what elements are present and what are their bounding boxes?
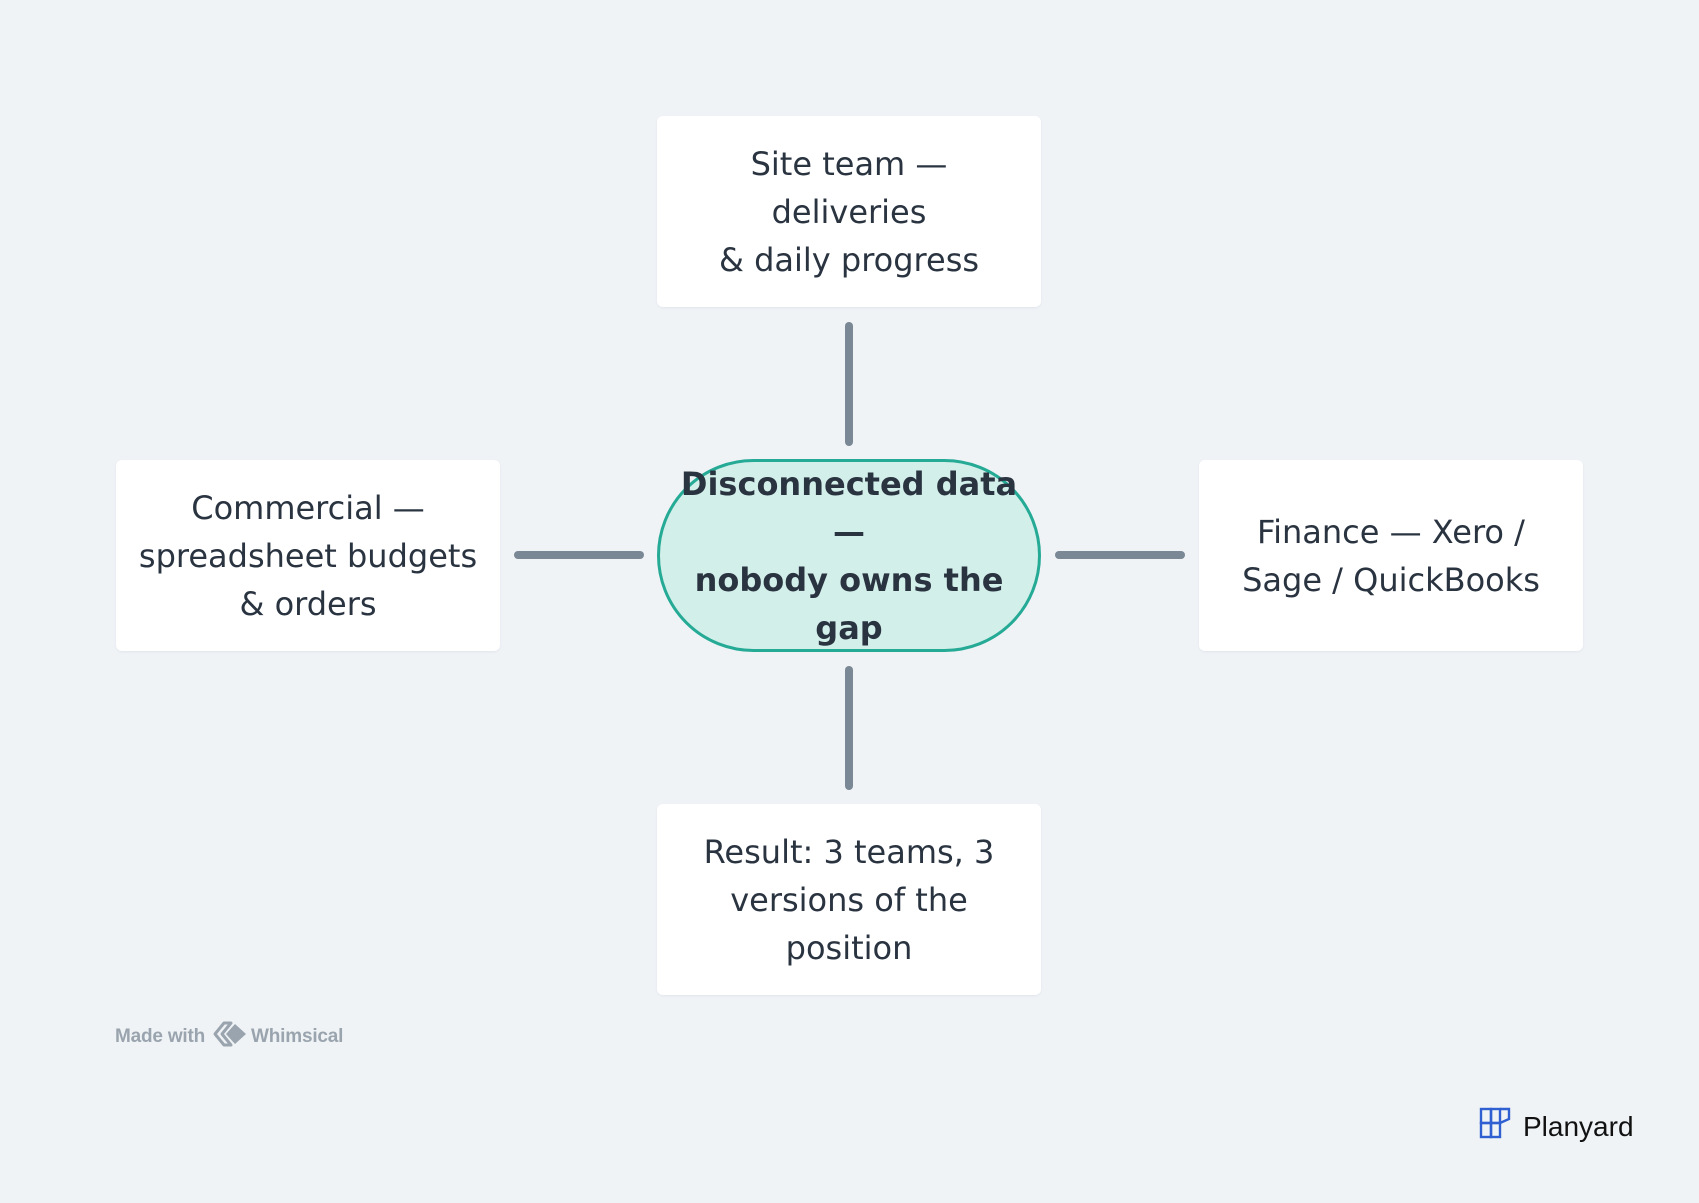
node-line: Sage / QuickBooks [1242, 560, 1540, 599]
commercial-node[interactable]: Commercial — spreadsheet budgets & order… [116, 460, 500, 651]
connector-bottom [845, 666, 853, 790]
node-line: Disconnected data — [680, 464, 1018, 551]
made-with-whimsical-badge[interactable]: Made with Whimsical [115, 1021, 343, 1053]
made-with-label: Made with [115, 1026, 206, 1047]
site-team-node[interactable]: Site team — deliveries & daily progress [657, 116, 1041, 307]
connector-left [514, 551, 644, 559]
planyard-brand: Planyard [1479, 1106, 1634, 1147]
node-line: versions of the [730, 880, 968, 919]
brand-name: Planyard [1523, 1110, 1634, 1142]
node-line: & daily progress [718, 240, 980, 279]
planyard-logo-icon [1479, 1106, 1513, 1147]
node-line: Site team — deliveries [750, 144, 948, 231]
node-line: spreadsheet budgets [138, 536, 478, 575]
node-line: Commercial — [191, 488, 425, 527]
finance-node[interactable]: Finance — Xero / Sage / QuickBooks [1199, 460, 1583, 651]
node-line: Result: 3 teams, 3 [703, 832, 995, 871]
node-line: position [785, 928, 913, 967]
connector-right [1055, 551, 1185, 559]
result-node[interactable]: Result: 3 teams, 3 versions of the posit… [657, 804, 1041, 995]
node-line: nobody owns the gap [694, 560, 1004, 647]
disconnected-data-center-node[interactable]: Disconnected data — nobody owns the gap [657, 459, 1041, 652]
node-line: & orders [239, 584, 377, 623]
whimsical-logo-icon [213, 1021, 249, 1053]
node-line: Finance — Xero / [1257, 512, 1525, 551]
connector-top [845, 322, 853, 446]
whimsical-label: Whimsical [251, 1026, 344, 1047]
